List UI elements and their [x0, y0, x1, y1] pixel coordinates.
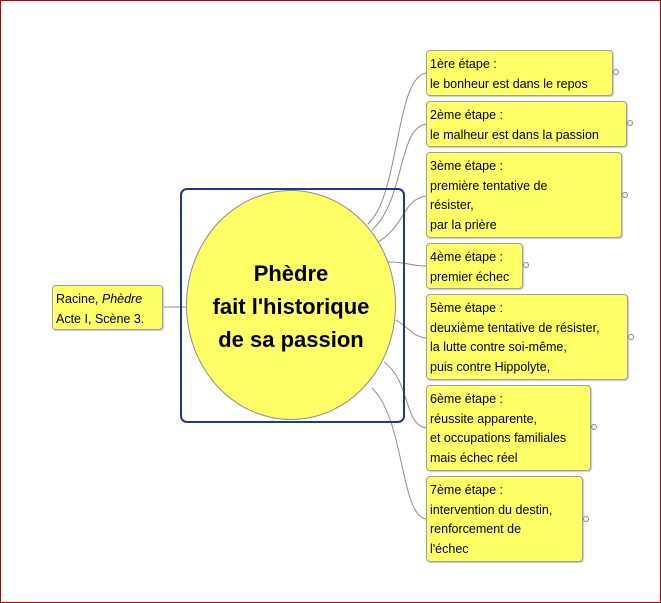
- step-7-line-2: intervention du destin,: [430, 502, 553, 517]
- connector-step-1: [367, 72, 427, 225]
- step-5-collapse-handle[interactable]: [628, 334, 634, 340]
- step-node-2[interactable]: 2ème étape : le malheur est dans la pass…: [426, 101, 627, 147]
- step-node-5[interactable]: 5ème étape : deuxième tentative de résis…: [426, 294, 628, 380]
- step-3-line-2: première tentative de: [430, 178, 548, 193]
- step-4-line-2: premier échec: [430, 269, 510, 284]
- step-7-line-1: 7ème étape :: [430, 483, 503, 497]
- step-6-line-4: mais échec réel: [430, 450, 518, 465]
- step-1-line-1: 1ère étape :: [430, 57, 497, 71]
- step-6-line-1: 6ème étape :: [430, 392, 503, 406]
- step-3-line-4: par la prière: [430, 217, 497, 232]
- source-scene: Acte I, Scène 3.: [56, 311, 145, 326]
- connector-step-5: [395, 319, 427, 339]
- step-3-collapse-handle[interactable]: [622, 192, 628, 198]
- connector-step-6: [383, 361, 427, 429]
- source-work: Phèdre: [101, 292, 143, 306]
- step-1-line-2: le bonheur est dans le repos: [430, 76, 588, 91]
- step-3-line-1: 3ème étape :: [430, 159, 503, 173]
- step-4-collapse-handle[interactable]: [523, 262, 529, 268]
- step-2-line-2: le malheur est dans la passion: [430, 127, 599, 142]
- step-6-line-2: réussite apparente,: [430, 411, 538, 426]
- step-1-collapse-handle[interactable]: [613, 69, 619, 75]
- step-2-collapse-handle[interactable]: [627, 120, 633, 126]
- connector-step-2: [371, 123, 427, 231]
- connector-step-7: [371, 387, 427, 520]
- step-7-line-4: l'échec: [430, 541, 469, 556]
- central-topic[interactable]: Phèdre fait l'historique de sa passion: [186, 190, 396, 420]
- step-7-line-3: renforcement de: [430, 522, 522, 536]
- step-node-6[interactable]: 6ème étape : réussite apparente, et occu…: [426, 385, 591, 471]
- step-node-3[interactable]: 3ème étape : première tentative de résis…: [426, 152, 622, 238]
- step-5-line-3: la lutte contre soi-même,: [430, 340, 567, 354]
- connector-step-4: [387, 261, 427, 267]
- step-node-4[interactable]: 4ème étape : premier échec: [426, 243, 523, 289]
- step-2-line-1: 2ème étape :: [430, 108, 503, 122]
- step-5-line-1: 5ème étape :: [430, 301, 503, 315]
- step-6-collapse-handle[interactable]: [591, 424, 597, 430]
- central-topic-frame[interactable]: [180, 188, 405, 423]
- step-6-line-3: et occupations familiales: [430, 431, 567, 445]
- step-node-7[interactable]: 7ème étape : intervention du destin, ren…: [426, 476, 583, 562]
- step-7-collapse-handle[interactable]: [583, 516, 589, 522]
- central-topic-title: Phèdre fait l'historique de sa passion: [212, 260, 370, 352]
- source-node[interactable]: Racine, Phèdre Acte I, Scène 3.: [52, 285, 163, 330]
- step-node-1[interactable]: 1ère étape : le bonheur est dans le repo…: [426, 50, 613, 96]
- source-author: Racine,: [56, 292, 102, 306]
- step-4-line-1: 4ème étape :: [430, 250, 503, 264]
- step-5-line-4: puis contre Hippolyte,: [430, 359, 551, 374]
- step-3-line-3: résister,: [430, 198, 474, 212]
- step-5-line-2: deuxième tentative de résister,: [430, 320, 600, 335]
- source-line-1: Racine, Phèdre: [56, 290, 159, 310]
